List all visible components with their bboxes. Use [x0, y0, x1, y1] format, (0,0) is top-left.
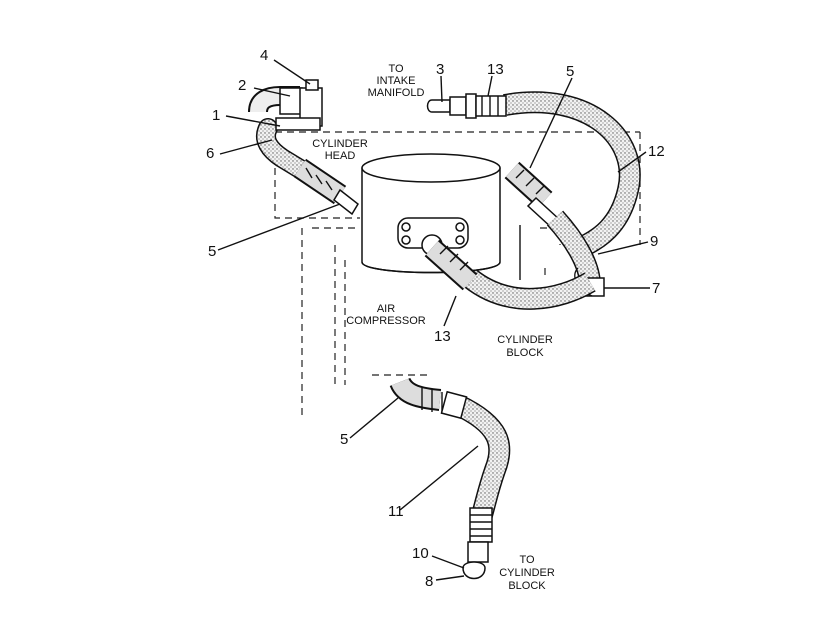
callout-5-left: 5	[208, 243, 216, 260]
label-text: BLOCK	[506, 347, 544, 359]
label-text: CYLINDER	[497, 334, 553, 346]
callout-3: 3	[436, 61, 444, 78]
callout-10: 10	[412, 545, 429, 562]
callout-6: 6	[206, 145, 214, 162]
hose-11	[453, 395, 511, 519]
label-text: HEAD	[325, 150, 356, 162]
fitting-5-right	[504, 161, 562, 230]
label-text: MANIFOLD	[368, 87, 425, 99]
callout-13-upper: 13	[487, 61, 504, 78]
label-text: TO	[519, 554, 535, 566]
callout-5-right: 5	[566, 63, 574, 80]
cylinder-head-label: CYLINDER HEAD	[312, 138, 368, 162]
air-compressor-label: AIR COMPRESSOR	[346, 303, 426, 327]
cylinder-block-label: CYLINDER BLOCK	[497, 334, 553, 359]
hose-6	[256, 118, 315, 182]
callout-1: 1	[212, 107, 220, 124]
compressor-side-fitting	[424, 239, 478, 291]
callout-11: 11	[388, 503, 404, 520]
label-text: CYLINDER	[499, 567, 555, 579]
bottom-fitting	[462, 507, 493, 580]
callout-12: 12	[648, 143, 665, 160]
label-text: TO	[388, 63, 404, 75]
callout-8: 8	[425, 573, 433, 590]
label-text: INTAKE	[377, 75, 416, 87]
callout-9: 9	[650, 233, 658, 250]
air-compressor-body	[361, 153, 521, 280]
intake-fitting	[426, 93, 507, 119]
hose-13-lower	[463, 269, 596, 310]
callout-5-lower: 5	[340, 431, 348, 448]
hose-12	[503, 91, 641, 261]
fitting-5-left	[293, 158, 359, 216]
callout-numbers: 4 2 1 6 5 3 13 5 12 9 7 13 5 11 10 8	[206, 47, 665, 590]
label-text: CYLINDER	[312, 138, 368, 150]
label-text: BLOCK	[508, 580, 546, 592]
callout-4: 4	[260, 47, 268, 64]
to-cylinder-block-label: TO CYLINDER BLOCK	[499, 554, 555, 592]
leader-lines	[217, 59, 650, 581]
intake-manifold-label: TO INTAKE MANIFOLD	[368, 63, 425, 99]
label-text: AIR	[377, 303, 395, 315]
callout-2: 2	[238, 77, 246, 94]
callout-7: 7	[652, 280, 660, 297]
fitting-5-lower	[389, 376, 468, 420]
callout-13-lower: 13	[434, 328, 451, 345]
label-text: COMPRESSOR	[346, 315, 426, 327]
